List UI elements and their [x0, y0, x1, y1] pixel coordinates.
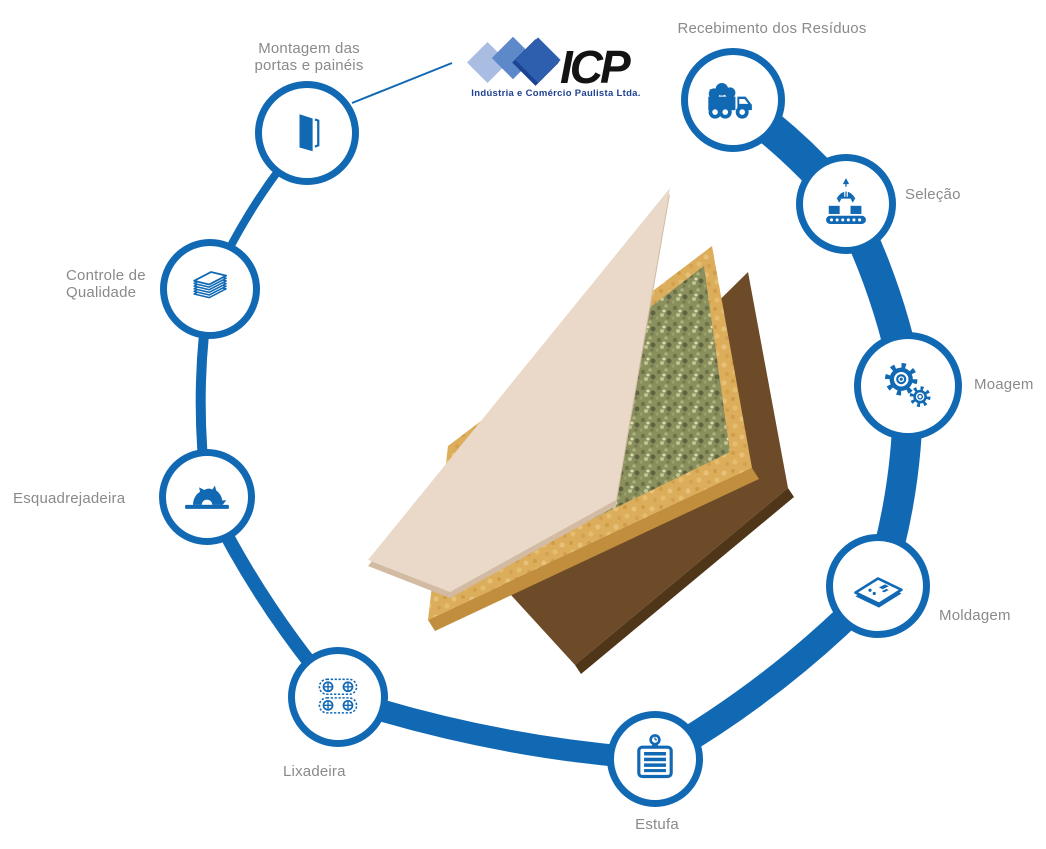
stage-label-moagem: Moagem: [974, 376, 1034, 393]
stage-label-controle: Controle de Qualidade: [66, 267, 146, 302]
stage-label-moldagem: Moldagem: [939, 607, 1011, 624]
stage-label-selecao: Seleção: [905, 186, 961, 203]
logo-callout-line: [351, 62, 453, 104]
stage-circle-moagem: [854, 332, 962, 440]
oven-icon: [637, 734, 673, 779]
stage-circle-moldagem: [826, 534, 930, 638]
stage-circle-montagem: [255, 81, 359, 185]
stage-label-montagem: Montagem das portas e painéis: [254, 40, 364, 75]
panel-core-edge: [428, 468, 759, 631]
stage-circle-selecao: [796, 154, 896, 254]
panel-back-sheet-edge: [575, 488, 794, 674]
mold-tray-icon: [854, 577, 903, 608]
stage-label-estufa: Estufa: [635, 816, 679, 833]
stacked-panels-icon: [193, 271, 228, 299]
logo-tagline: Indústria e Comércio Paulista Ltda.: [471, 88, 641, 99]
stage-circle-esquadrejadeira: [159, 449, 255, 545]
truck-icon: [708, 83, 752, 119]
sander-belts-icon: [318, 678, 358, 714]
panel-illustration: [368, 188, 794, 674]
stage-label-lixadeira: Lixadeira: [283, 763, 346, 780]
door-icon: [299, 114, 320, 152]
gears-icon: [884, 362, 931, 408]
logo-name: ICP: [560, 41, 631, 93]
stage-circle-recebimento: [681, 48, 785, 152]
circular-saw-icon: [185, 485, 229, 509]
stage-label-esquadrejadeira: Esquadrejadeira: [13, 490, 126, 507]
stage-label-recebimento: Recebimento dos Resíduos: [677, 20, 867, 37]
stage-circle-lixadeira: [288, 647, 388, 747]
stage-circle-controle: [160, 239, 260, 339]
stage-circle-estufa: [607, 711, 703, 807]
panel-top-sheet: [368, 188, 670, 592]
grabber-conveyor-icon: [826, 178, 866, 224]
